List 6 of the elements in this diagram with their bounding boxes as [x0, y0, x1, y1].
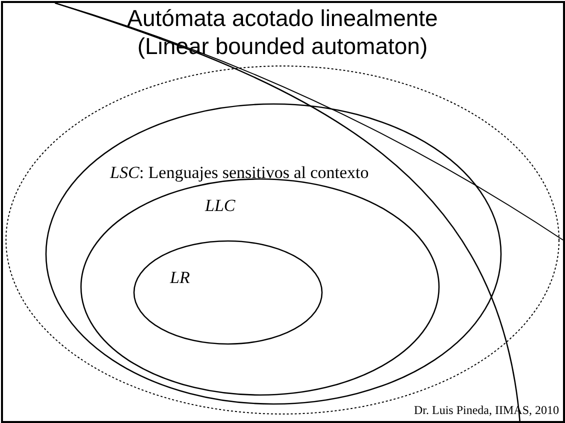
set-label: LSC: Lenguajes sensitivos al contexto	[110, 163, 369, 183]
set-label: LR	[170, 268, 190, 288]
language-ellipse	[45, 103, 502, 405]
outer-ellipse	[5, 65, 560, 415]
set-label: LLC	[205, 196, 236, 216]
language-ellipse	[133, 240, 323, 345]
